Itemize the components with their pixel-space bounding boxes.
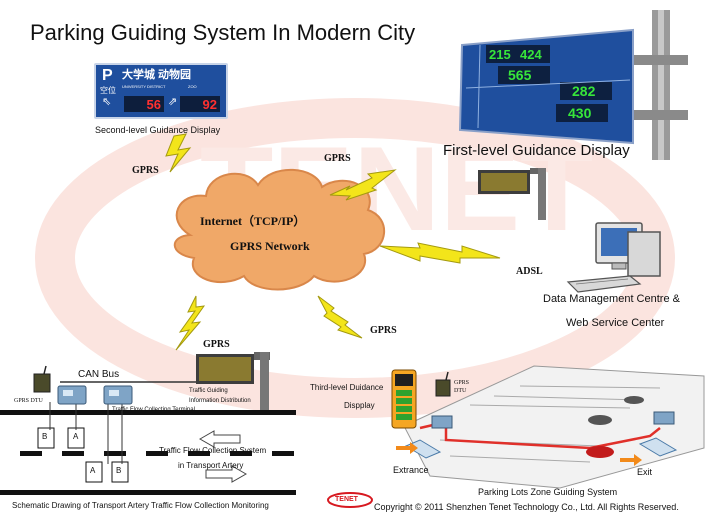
gprs-bolt-bottom-left bbox=[175, 295, 206, 351]
gprs-label-bottom-right: GPRS bbox=[370, 325, 397, 336]
gprs-label-left: GPRS bbox=[132, 165, 159, 176]
lane-label-a-bottom: A bbox=[90, 466, 96, 475]
gprs-dtu-device bbox=[33, 365, 51, 393]
sign-arrow-icon: ⇖ bbox=[102, 96, 112, 108]
first-level-number-4: 282 bbox=[572, 83, 596, 99]
transport-artery-road bbox=[0, 381, 296, 495]
artery-guidance-sign bbox=[196, 352, 270, 410]
sign-arrow-right-icon: ⇗ bbox=[168, 96, 178, 108]
network-line-2: GPRS Network bbox=[230, 239, 310, 253]
second-level-caption: Second-level Guidance Display bbox=[95, 125, 221, 135]
sign-counter-left: 56 bbox=[124, 96, 164, 112]
gprs-label-bottom-left: GPRS bbox=[203, 339, 230, 350]
sign-sub-left: UNIVERSITY DISTRICT bbox=[122, 84, 166, 89]
artery-arrow-right bbox=[205, 465, 248, 483]
gprs-bolt-left bbox=[165, 133, 192, 173]
data-center-line-2: Web Service Center bbox=[566, 317, 665, 329]
artery-caption: Schematic Drawing of Transport Artery Tr… bbox=[12, 501, 269, 510]
sign-destinations: 大学城 动物园 bbox=[122, 69, 192, 81]
network-line-1: Internet（TCP/IP） bbox=[200, 214, 306, 228]
third-level-display bbox=[391, 369, 417, 429]
lane-label-a-top: A bbox=[73, 432, 79, 441]
collection-label-1: Traffic Flow Collection System bbox=[159, 446, 267, 455]
lane-label-b-top: B bbox=[42, 432, 48, 441]
footer-logo-text: TENET bbox=[335, 496, 358, 503]
collection-label-2: in Transport Artery bbox=[178, 461, 244, 470]
middle-guidance-sign bbox=[478, 168, 546, 220]
third-level-label-1: Third-level Duidance bbox=[310, 383, 384, 392]
artery-arrow-left bbox=[198, 430, 241, 448]
third-level-label-2: Dispplay bbox=[344, 401, 375, 410]
computer-icon bbox=[566, 222, 661, 293]
first-level-number-3: 565 bbox=[508, 67, 532, 83]
parking-caption: Parking Lots Zone Guiding System bbox=[478, 487, 618, 497]
first-level-number-2: 424 bbox=[520, 47, 542, 62]
can-bus-label: CAN Bus bbox=[78, 369, 120, 380]
collecting-terminal-1 bbox=[57, 385, 87, 405]
collecting-terminal-label: Traffic Flow Collecting Terminal bbox=[112, 407, 195, 413]
guiding-label-1: Traffic Guiding bbox=[189, 388, 228, 394]
parking-gprs-dtu bbox=[435, 371, 451, 397]
guiding-label-2: Information Distribution bbox=[189, 398, 251, 404]
network-cloud bbox=[173, 168, 385, 291]
parking-dtu-label-1: GPRS bbox=[454, 380, 470, 386]
first-level-number-1: 215 bbox=[489, 47, 511, 62]
gprs-bolt-bottom-right bbox=[317, 295, 363, 339]
entrance-label: Extrance bbox=[393, 465, 429, 475]
sign-sub-right: ZOO bbox=[188, 84, 197, 89]
adsl-bolt bbox=[379, 242, 501, 264]
second-level-guidance-sign: P 空位 大学城 动物园 UNIVERSITY DISTRICT ZOO ⇖ 5… bbox=[94, 63, 228, 119]
sign-vacancy-label: 空位 bbox=[100, 86, 116, 95]
first-level-caption: First-level Guidance Display bbox=[443, 142, 630, 159]
first-level-number-5: 430 bbox=[568, 105, 592, 121]
gprs-label-top: GPRS bbox=[324, 153, 351, 164]
parking-lot bbox=[396, 365, 705, 489]
page-title: Parking Guiding System In Modern City bbox=[30, 20, 416, 45]
exit-label: Exit bbox=[637, 467, 653, 477]
collecting-terminal-2 bbox=[103, 385, 133, 405]
sign-counter-right: 92 bbox=[180, 96, 220, 112]
first-level-guidance-sign bbox=[458, 10, 688, 160]
adsl-label: ADSL bbox=[516, 266, 543, 277]
gprs-dtu-label: GPRS DTU bbox=[14, 398, 43, 404]
gprs-bolt-top bbox=[329, 169, 397, 201]
sign-parking-letter: P bbox=[102, 67, 113, 84]
lane-label-b-bottom: B bbox=[116, 466, 122, 475]
data-center-line-1: Data Management Centre & bbox=[543, 293, 680, 305]
parking-dtu-label-2: DTU bbox=[454, 388, 467, 394]
copyright-text: Copyright © 2011 Shenzhen Tenet Technolo… bbox=[374, 502, 679, 512]
tenet-logo bbox=[327, 492, 373, 508]
